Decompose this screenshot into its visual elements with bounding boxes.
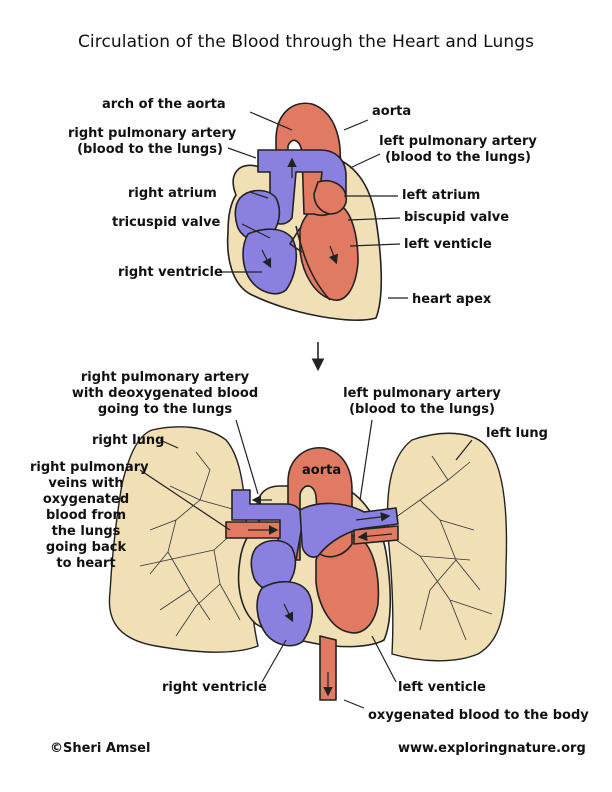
label-line: right pulmonary bbox=[30, 460, 149, 475]
label-arch-of-aorta: arch of the aorta bbox=[102, 97, 226, 112]
label-line: (blood to the lungs) bbox=[77, 142, 223, 157]
label-heart-apex: heart apex bbox=[412, 292, 492, 307]
label-line: left pulmonary artery bbox=[379, 134, 537, 149]
bottom-left-pulmonary-artery bbox=[299, 502, 399, 558]
label-biscupid-valve: biscupid valve bbox=[404, 210, 510, 225]
label-right-ventricle-top: right ventricle bbox=[118, 265, 223, 280]
bottom-right-ventricle bbox=[256, 580, 314, 647]
label-line: the lungs bbox=[51, 524, 121, 539]
label-right-lung: right lung bbox=[92, 433, 165, 448]
label-aorta-bottom: aorta bbox=[302, 463, 342, 478]
label-left-lung: left lung bbox=[486, 426, 548, 441]
label-left-pulmonary-artery-top: left pulmonary artery (blood to the lung… bbox=[378, 134, 538, 166]
label-left-venticle-top: left venticle bbox=[404, 237, 492, 252]
label-aorta-top: aorta bbox=[372, 104, 412, 119]
label-line: left pulmonary artery bbox=[343, 386, 501, 401]
label-right-atrium: right atrium bbox=[128, 186, 217, 201]
label-right-pulmonary-artery-top: right pulmonary artery (blood to the lun… bbox=[68, 126, 237, 158]
label-line: (blood to the lungs) bbox=[349, 402, 495, 417]
bottom-flow-arrows bbox=[248, 495, 393, 697]
right-lung-shape bbox=[108, 426, 259, 653]
website-link[interactable]: www.exploringnature.org bbox=[398, 741, 586, 756]
label-oxygenated-blood-body: oxygenated blood to the body bbox=[368, 708, 589, 723]
bottom-heart-illustration bbox=[225, 447, 399, 701]
label-right-pulmonary-veins: right pulmonary veins with oxygenated bl… bbox=[30, 460, 149, 572]
label-line: blood from bbox=[46, 508, 126, 523]
label-line: oxygenated bbox=[42, 492, 130, 507]
page-title: Circulation of the Blood through the Hea… bbox=[77, 32, 535, 52]
lungs-illustration bbox=[108, 426, 508, 662]
top-flow-arrows bbox=[261, 157, 338, 269]
copyright-text: ©Sheri Amsel bbox=[50, 741, 151, 756]
label-line: going to the lungs bbox=[97, 402, 233, 417]
label-line: right pulmonary artery bbox=[80, 370, 250, 385]
label-line: right pulmonary artery bbox=[68, 126, 237, 141]
label-line: veins with bbox=[48, 476, 124, 491]
bronchial-branches bbox=[139, 451, 493, 641]
label-line: with deoxygenated blood bbox=[71, 386, 259, 401]
top-heart-illustration bbox=[226, 102, 383, 321]
label-right-pulmonary-artery-deox: right pulmonary artery with deoxygenated… bbox=[60, 370, 270, 418]
top-left-atrium bbox=[313, 180, 348, 215]
label-line: (blood to the lungs) bbox=[385, 150, 531, 165]
label-right-ventricle-bottom: right ventricle bbox=[162, 680, 267, 695]
label-left-atrium: left atrium bbox=[402, 188, 481, 203]
bottom-leader-lines bbox=[139, 419, 473, 709]
label-tricuspid-valve: tricuspid valve bbox=[112, 215, 221, 230]
label-line: to heart bbox=[56, 556, 116, 571]
label-line: going back bbox=[45, 540, 127, 555]
label-left-pulmonary-artery-bottom: left pulmonary artery (blood to the lung… bbox=[340, 386, 504, 418]
left-lung-shape bbox=[386, 432, 508, 662]
descending-aorta bbox=[319, 635, 337, 701]
top-leader-lines bbox=[220, 111, 408, 299]
label-left-venticle-bottom: left venticle bbox=[398, 680, 486, 695]
